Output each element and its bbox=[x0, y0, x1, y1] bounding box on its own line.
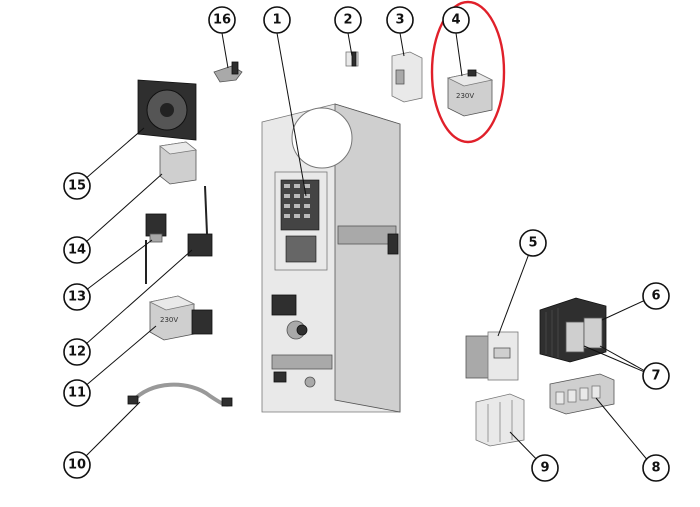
ribbon-cable bbox=[127, 382, 233, 407]
callout-8: 8 bbox=[642, 454, 670, 482]
terminal-clip bbox=[345, 51, 359, 67]
callout-7: 7 bbox=[642, 362, 670, 390]
callout-11: 11 bbox=[63, 379, 91, 407]
sensor-with-antenna bbox=[187, 185, 213, 257]
callout-1: 1 bbox=[263, 6, 291, 34]
mounting-bracket bbox=[213, 61, 243, 83]
circuit-breaker-multi bbox=[475, 393, 525, 447]
circuit-breaker-single bbox=[391, 51, 423, 103]
terminal-block bbox=[549, 373, 615, 415]
solid-state-relays bbox=[565, 317, 603, 353]
svg-text:14: 14 bbox=[68, 243, 86, 258]
callout-2: 2 bbox=[334, 6, 362, 34]
svg-text:3: 3 bbox=[395, 13, 404, 28]
svg-text:6: 6 bbox=[651, 289, 660, 304]
highlight-ellipse bbox=[430, 0, 506, 144]
contactor bbox=[465, 331, 519, 381]
svg-text:1: 1 bbox=[272, 13, 281, 28]
transformer-small bbox=[159, 141, 197, 185]
cooling-fan bbox=[137, 79, 197, 141]
svg-text:11: 11 bbox=[68, 386, 86, 401]
part-4-marking: 230V bbox=[456, 92, 474, 100]
svg-text:4: 4 bbox=[451, 13, 460, 28]
callout-5: 5 bbox=[519, 229, 547, 257]
svg-text:15: 15 bbox=[68, 179, 86, 194]
callout-6: 6 bbox=[642, 282, 670, 310]
svg-text:9: 9 bbox=[540, 461, 549, 476]
callout-13: 13 bbox=[63, 283, 91, 311]
callout-10: 10 bbox=[63, 451, 91, 479]
callout-9: 9 bbox=[531, 454, 559, 482]
part-11-marking: 230V bbox=[160, 316, 178, 324]
svg-text:13: 13 bbox=[68, 290, 86, 305]
svg-text:8: 8 bbox=[651, 461, 660, 476]
callout-3: 3 bbox=[386, 6, 414, 34]
svg-text:2: 2 bbox=[343, 13, 352, 28]
callout-15: 15 bbox=[63, 172, 91, 200]
callout-12: 12 bbox=[63, 338, 91, 366]
svg-text:7: 7 bbox=[651, 369, 660, 384]
svg-text:12: 12 bbox=[68, 345, 86, 360]
svg-text:5: 5 bbox=[528, 236, 537, 251]
relay-with-wire bbox=[145, 213, 167, 284]
transformer-230v: 230V bbox=[148, 295, 213, 341]
callout-16: 16 bbox=[208, 6, 236, 34]
svg-text:10: 10 bbox=[68, 458, 86, 473]
circuit-board bbox=[274, 171, 328, 271]
callout-4: 4 bbox=[442, 6, 470, 34]
svg-text:16: 16 bbox=[213, 13, 231, 28]
transformer-230v-highlighted: 230V bbox=[446, 69, 494, 117]
callout-14: 14 bbox=[63, 236, 91, 264]
